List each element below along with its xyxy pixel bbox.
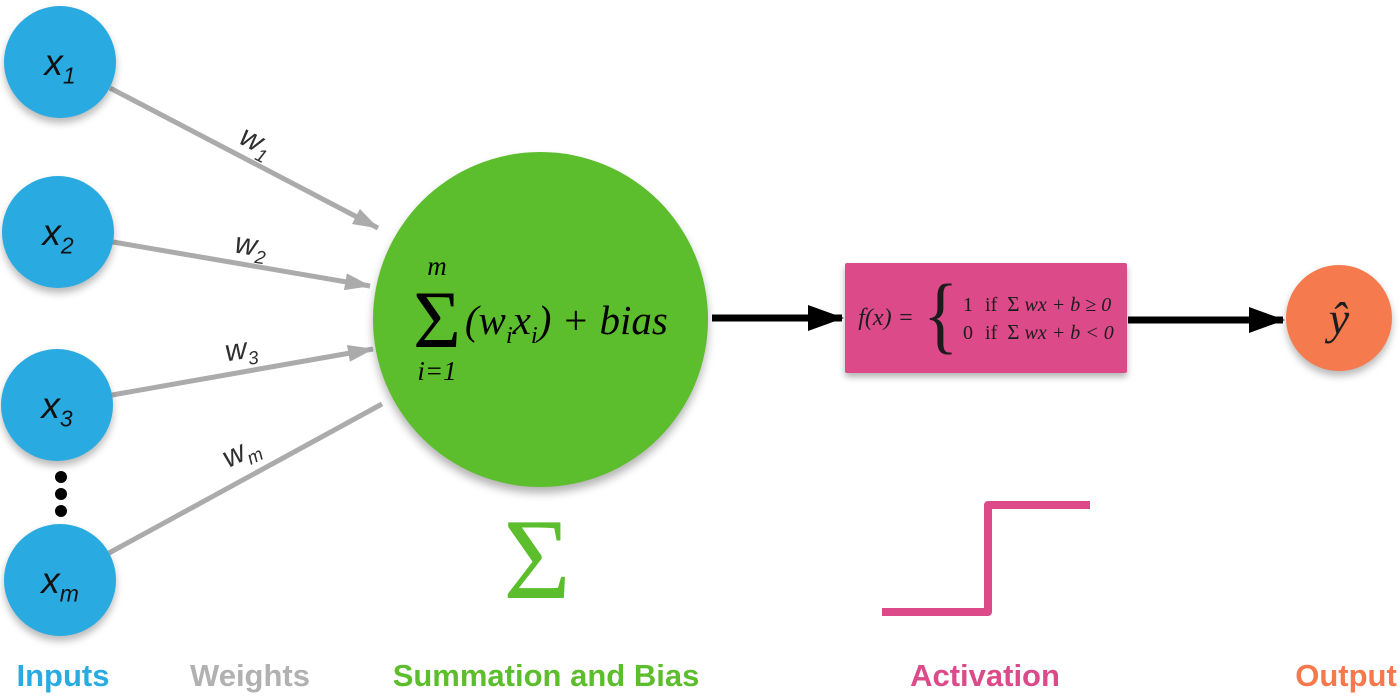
- sum-operator: m Σ i=1: [413, 251, 461, 387]
- small-sigma-icon: Σ: [1007, 319, 1020, 344]
- small-sigma-icon: Σ: [1007, 291, 1020, 316]
- weight-arrow-2: [112, 239, 371, 291]
- case-row-1: 1 if Σ wx + b ≥ 0: [963, 291, 1112, 316]
- sigma-symbol-icon: Σ: [503, 496, 571, 624]
- activation-cases: 1 if Σ wx + b ≥ 0 0 if Σ wx + b < 0: [963, 292, 1114, 345]
- input-label-x1: x1: [44, 41, 76, 88]
- input-node-x2: x2: [2, 176, 114, 288]
- sum-upper-limit: m: [427, 251, 447, 282]
- sum-expression: (wixi) + bias: [464, 296, 668, 349]
- summation-node: m Σ i=1 (wixi) + bias: [373, 152, 708, 487]
- ellipsis-dot: [55, 488, 67, 500]
- activation-box: f(x) = { 1 if Σ wx + b ≥ 0 0 if Σ wx + b…: [845, 263, 1127, 373]
- output-node: ŷ: [1286, 265, 1392, 371]
- weight-label-w3: w3: [222, 332, 260, 369]
- weight-arrow-4: [107, 401, 384, 556]
- input-label-x3: x3: [41, 384, 73, 431]
- weight-arrow-1: [108, 85, 380, 231]
- input-label-x2: x2: [42, 211, 74, 258]
- case-row-2: 0 if Σ wx + b < 0: [963, 319, 1114, 344]
- legend-output: Output: [1295, 658, 1397, 693]
- summation-formula: m Σ i=1 (wixi) + bias: [413, 251, 668, 387]
- sigma-operator-icon: Σ: [413, 273, 461, 365]
- activation-lhs: f(x) =: [858, 304, 914, 331]
- legend-summation: Summation and Bias: [392, 658, 700, 693]
- vertical-ellipsis-icon: [55, 471, 67, 517]
- weight-arrow-3: [111, 344, 374, 398]
- ellipsis-dot: [55, 471, 67, 483]
- cases-brace: {: [922, 266, 958, 363]
- sum-lower-limit: i=1: [417, 356, 457, 387]
- legend-weights: Weights: [190, 658, 310, 693]
- input-node-x1: x1: [4, 6, 116, 118]
- step-function-icon: [882, 501, 1090, 616]
- weight-label-w2: w2: [232, 226, 267, 269]
- ellipsis-dot: [55, 505, 67, 517]
- input-node-xm: xm: [4, 524, 116, 636]
- input-label-xm: xm: [41, 559, 79, 606]
- legend-activation: Activation: [910, 658, 1060, 693]
- legend-inputs: Inputs: [16, 658, 110, 693]
- output-label: ŷ: [1328, 292, 1350, 344]
- input-node-x3: x3: [1, 349, 113, 461]
